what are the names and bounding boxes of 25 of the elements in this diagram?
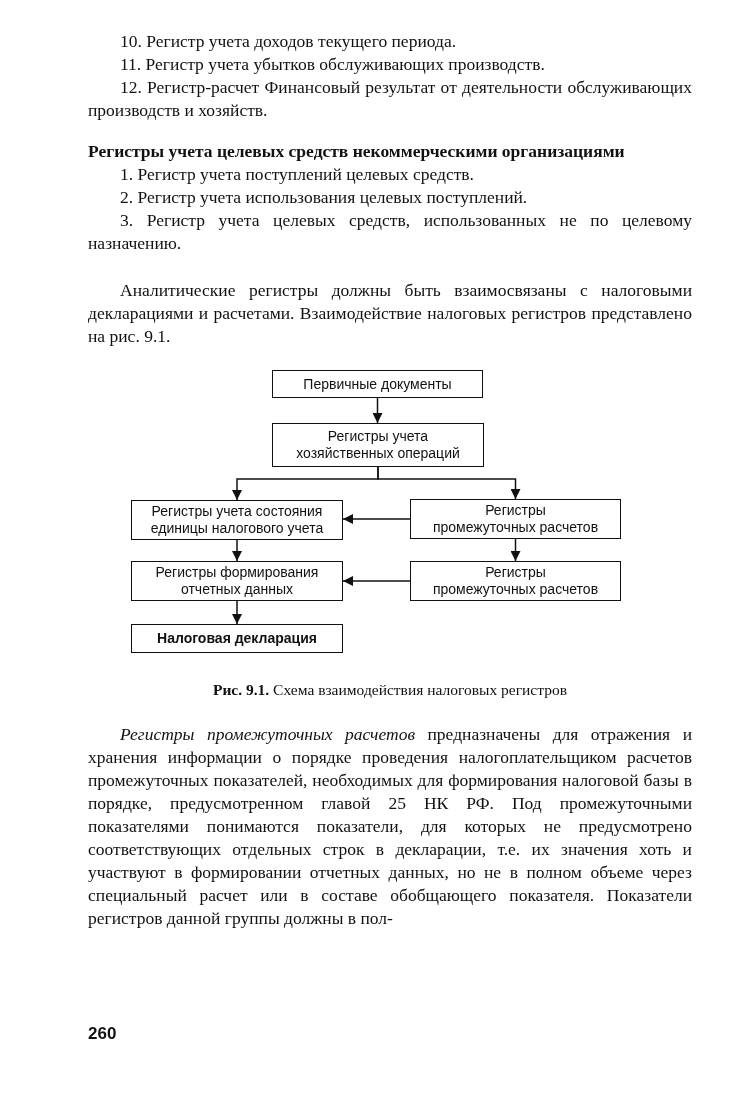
section-heading: Регистры учета целевых средств некоммерческими организациями [88,140,626,163]
list-item: 11. Регистр учета убытков обслуживающих производств. [119,53,546,76]
page-number: 260 [88,1023,117,1045]
list-item: 12. Регистр-расчет Финансовый результат от деятельности обслуживающих производств и хозяйств. [88,76,692,122]
figure-caption: Рис. 9.1. Схема взаимодействия налоговых регистров [211,680,569,700]
arrow [342,514,411,524]
arrow [377,466,521,500]
list-item: 2. Регистр учета использования целевых поступлений. [119,186,529,209]
process-box: Налоговая декларация [131,624,343,653]
process-box: Регистры промежуточных расчетов [410,561,621,601]
arrow [342,576,411,586]
arrow [232,539,242,562]
process-box: Регистры учета состояния единицы налогового учета [131,500,343,540]
process-box: Регистры учета хозяйственных операций [272,423,484,467]
process-box: Регистры промежуточных расчетов [410,499,621,539]
process-box: Регистры формирования отчетных данных [131,561,343,601]
arrow [510,538,521,562]
process-box: Первичные документы [272,370,483,398]
arrow [232,600,242,625]
paragraph: Аналитические регистры должны быть взаимосвязаны с налоговыми декларациями и расчетами. Взаимодействие налоговых регистров представлено на рис. 9.1. [88,279,692,348]
list-item: 3. Регистр учета целевых средств, использованных не по целевому назначению. [88,209,692,255]
paragraph: Регистры промежуточных расчетов предназначены для отражения и хранения информации о порядке проведения налогоплательщиком расчетов промежуточных показателей, необходимых для формирования налоговой базы в порядке, предусмотренном главой 25 НК РФ. Под промежуточными показателями понимаются показатели, для которых не предусмотрено соответствующих отдельных строк в декларации, т.е. их значения хоть и участвуют в формировании отчетных данных, но не в полном объеме через специальный расчет или в составе обобщающего показателя. Показатели регистров данной группы должны в пол- [88,723,692,930]
list-item: 1. Регистр учета поступлений целевых средств. [119,163,475,186]
arrow [372,397,383,424]
list-item: 10. Регистр учета доходов текущего периода. [119,30,458,53]
